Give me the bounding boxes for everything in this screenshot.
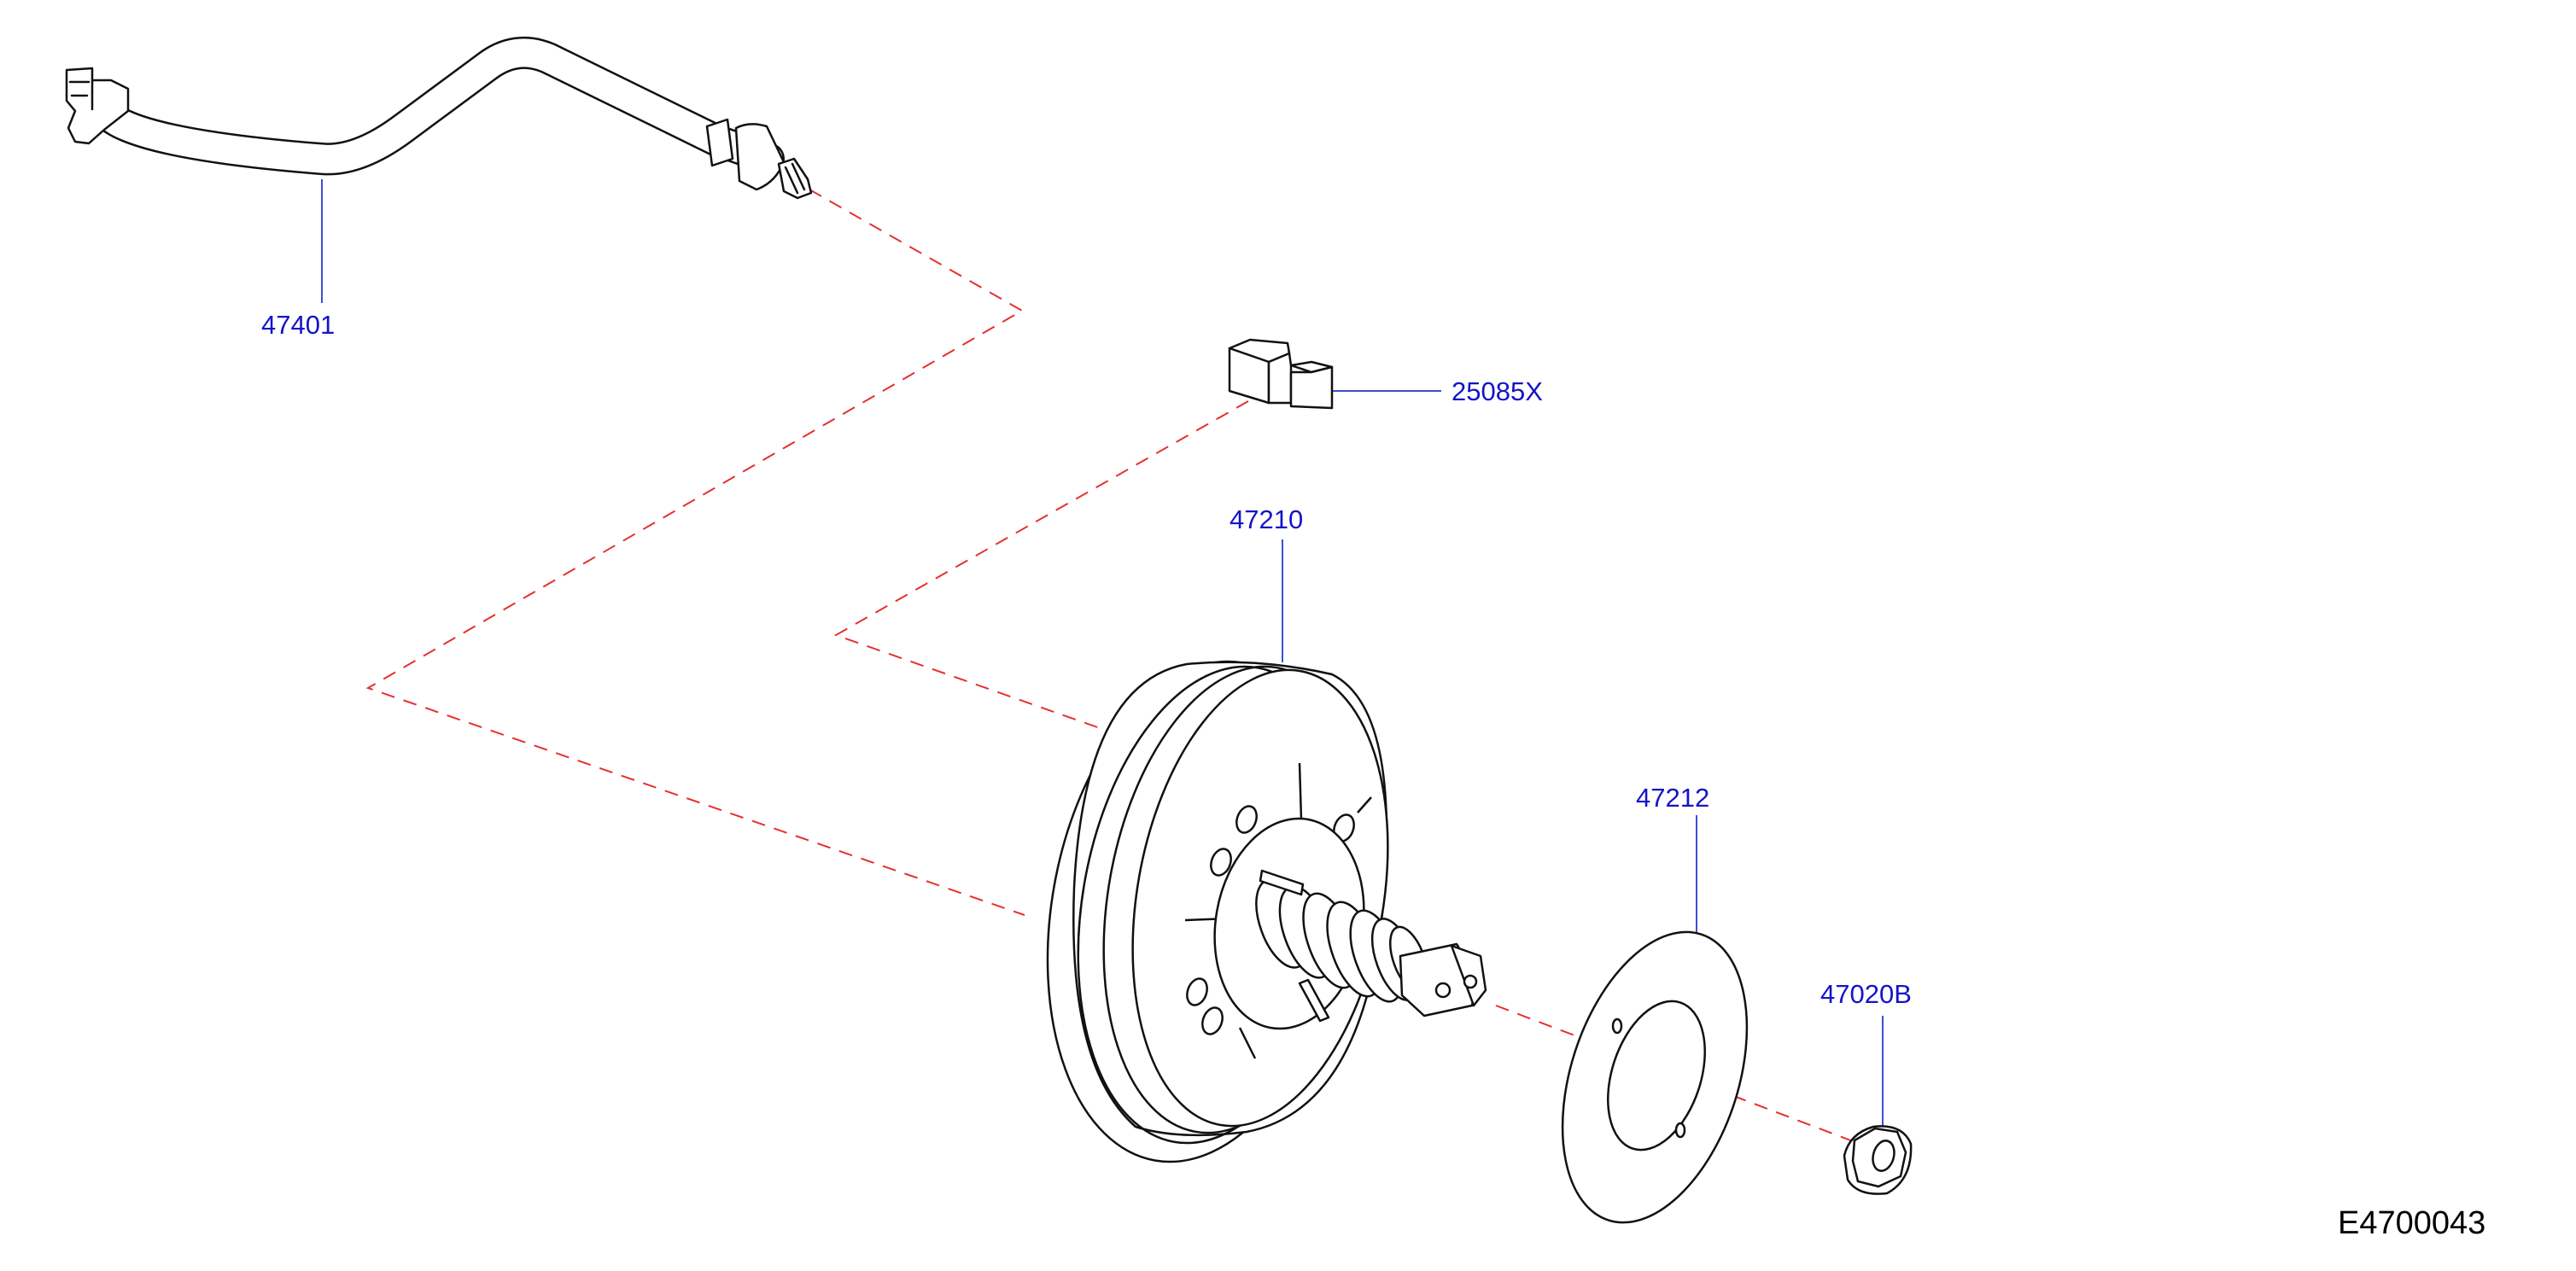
callout-47020B[interactable]: 47020B [1820,979,1912,1009]
connector-assembly-path [833,400,1249,735]
connector-part [1228,338,1334,410]
hose-end-clip-detail [68,79,94,111]
connector-tab-face [1289,365,1334,410]
brake-hose [65,37,813,200]
face-hole [1186,977,1208,1006]
callout-47212[interactable]: 47212 [1636,783,1710,813]
callout-47210[interactable]: 47210 [1230,504,1304,534]
stud-upper [1259,869,1305,896]
rib [1238,1027,1257,1059]
hose-fitting-hex [734,123,786,191]
gasket-bolt-hole [1611,1017,1623,1035]
callout-47401[interactable]: 47401 [261,310,336,340]
rib [1357,796,1372,813]
connector-block-side [1267,352,1293,405]
hose-fitting [705,118,734,167]
clevis-pin-hole [1434,982,1452,999]
hose-thread-lines [784,162,806,195]
booster-studs [1259,869,1330,1023]
face-hole [1210,848,1232,877]
hose-assembly-path [365,189,1025,916]
booster-drum [1046,660,1487,1163]
hose-inner [90,38,783,173]
face-hole [1235,805,1258,834]
push-rod-clevis [1399,942,1487,1017]
face-hole [1201,1006,1224,1035]
leader-lines [321,179,1884,1129]
stud-lower [1298,978,1330,1023]
gasket-bolt-hole [1674,1122,1686,1139]
drum-face-holes [1186,805,1355,1035]
hose-fitting-threads [777,157,813,200]
diagram-id-code: E4700043 [2338,1205,2486,1241]
clevis-pin-hole [1463,974,1478,989]
gasket-part [1561,930,1749,1224]
callout-25085X[interactable]: 25085X [1452,376,1543,406]
gasket-inner [1607,1000,1706,1151]
rib [1298,762,1303,820]
nut-bore [1872,1140,1895,1172]
nut-part [1843,1125,1913,1195]
